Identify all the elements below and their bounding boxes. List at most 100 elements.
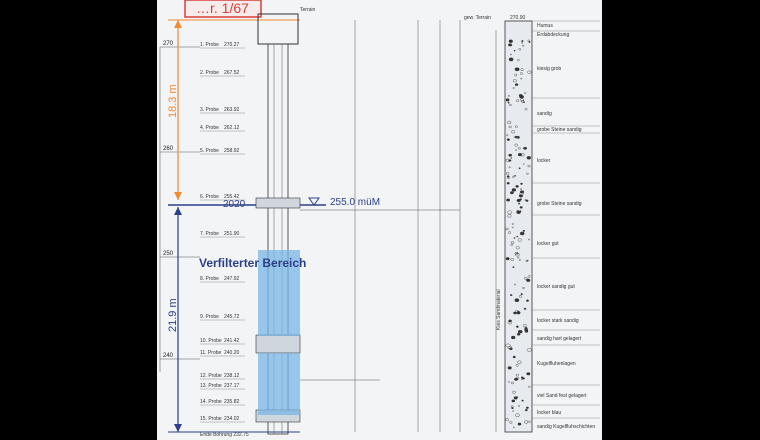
layer-label: Humus (532, 20, 600, 29)
svg-text:1. Probe: 1. Probe (200, 42, 219, 48)
gravel-dot (526, 406, 529, 409)
gravel-dot (509, 191, 514, 195)
gravel-dot (524, 108, 528, 111)
gravel-dot (518, 405, 520, 407)
svg-text:10. Probe: 10. Probe (200, 338, 222, 344)
gravel-dot (516, 210, 521, 215)
gravel-dot (517, 59, 520, 62)
gravel-dot (506, 175, 510, 178)
gravel-dot (508, 319, 512, 323)
gravel-dot (516, 198, 521, 203)
gravel-dot (520, 293, 523, 295)
svg-text:238.12: 238.12 (224, 373, 240, 379)
svg-text:5. Probe: 5. Probe (200, 148, 219, 154)
gravel-dot (526, 156, 531, 160)
svg-text:locker: locker (537, 158, 551, 164)
year-label: 2020 (223, 199, 246, 210)
gravel-dot (526, 372, 531, 376)
layer-label: grobe Steine sandig (532, 127, 600, 134)
gravel-dot (508, 57, 514, 62)
gravel-dot (507, 101, 510, 104)
gravel-dot (520, 100, 525, 103)
gravel-dot (506, 198, 510, 202)
gravel-dot (519, 95, 524, 99)
gravel-dot (508, 159, 512, 162)
gravel-dot (505, 343, 511, 348)
gravel-dot (512, 355, 516, 359)
svg-text:235.82: 235.82 (224, 399, 240, 405)
lower-depth-dimension: 21.9 m (167, 207, 300, 433)
gravel-dot (512, 79, 517, 83)
svg-text:7. Probe: 7. Probe (200, 231, 219, 237)
gravel-dot (506, 181, 510, 185)
svg-text:kiesig grob: kiesig grob (537, 66, 561, 72)
gravel-dot (514, 298, 520, 303)
layer-label: locker blau (532, 410, 600, 419)
gravel-dot (512, 175, 515, 178)
gravel-dot (524, 328, 529, 332)
gravel-dot (514, 283, 516, 286)
svg-text:260: 260 (163, 146, 174, 152)
gravel-pattern (505, 39, 532, 429)
gravel-dot (511, 188, 517, 192)
gravel-dot (508, 125, 512, 129)
svg-text:12. Probe: 12. Probe (200, 373, 222, 379)
gravel-dot (527, 275, 531, 278)
gravel-dot (524, 307, 527, 310)
gravel-dot (516, 325, 519, 328)
gravel-dot (511, 335, 516, 340)
layer-list: Humus Erdabdeckung kiesig grob sandig gr… (532, 20, 600, 430)
layer-label: sandig Kugelfluhschichten (537, 424, 595, 430)
gravel-dot (518, 259, 521, 261)
svg-text:sandig: sandig (537, 111, 552, 117)
svg-text:245.72: 245.72 (224, 314, 240, 320)
gravel-dot (515, 374, 519, 377)
gravel-dot (527, 70, 532, 74)
gravel-dot (524, 409, 528, 412)
gravel-dot (517, 153, 522, 157)
gravel-dot (519, 231, 525, 236)
gravel-dot (517, 422, 522, 426)
gravel-dot (511, 130, 516, 134)
filter-zone-upper (258, 250, 300, 336)
gravel-dot (517, 147, 521, 150)
svg-text:sandig Kugelfluhschichten: sandig Kugelfluhschichten (537, 424, 595, 430)
svg-text:locker blau: locker blau (537, 410, 561, 416)
gravel-dot (514, 175, 516, 177)
gravel-dot (507, 95, 510, 97)
gravel-dot (513, 311, 517, 315)
gravel-dot (505, 227, 509, 231)
gravel-dot (510, 243, 513, 246)
svg-text:247.92: 247.92 (224, 276, 240, 282)
level-tick-240: 240 (160, 353, 200, 360)
gravel-dot (522, 101, 525, 103)
gravel-dot (507, 210, 513, 215)
layer-label: viel Sand fest gelagert (532, 393, 600, 406)
gravel-dot (524, 92, 527, 94)
filter-zone-label: Verfilterter Bereich (199, 256, 306, 270)
gravel-dot (513, 426, 515, 429)
svg-text:3. Probe: 3. Probe (200, 107, 219, 113)
segment-columns (300, 20, 461, 432)
gravel-dot (514, 73, 518, 77)
svg-text:234.02: 234.02 (224, 416, 240, 422)
svg-text:255.42: 255.42 (224, 194, 240, 200)
gravel-dot (509, 421, 513, 424)
gravel-dot (520, 72, 523, 75)
gravel-dot (517, 238, 522, 242)
gravel-dot (510, 294, 513, 296)
upper-depth-dimension: 18.3 m (167, 19, 300, 200)
layer-label: locker (532, 158, 600, 184)
gravel-dot (510, 157, 513, 159)
layer-label: locker gut (532, 241, 600, 259)
gravel-dot (522, 229, 525, 232)
gravel-dot (526, 172, 529, 175)
svg-text:13. Probe: 13. Probe (200, 383, 222, 389)
lower-depth-label: 21.9 m (167, 298, 179, 332)
